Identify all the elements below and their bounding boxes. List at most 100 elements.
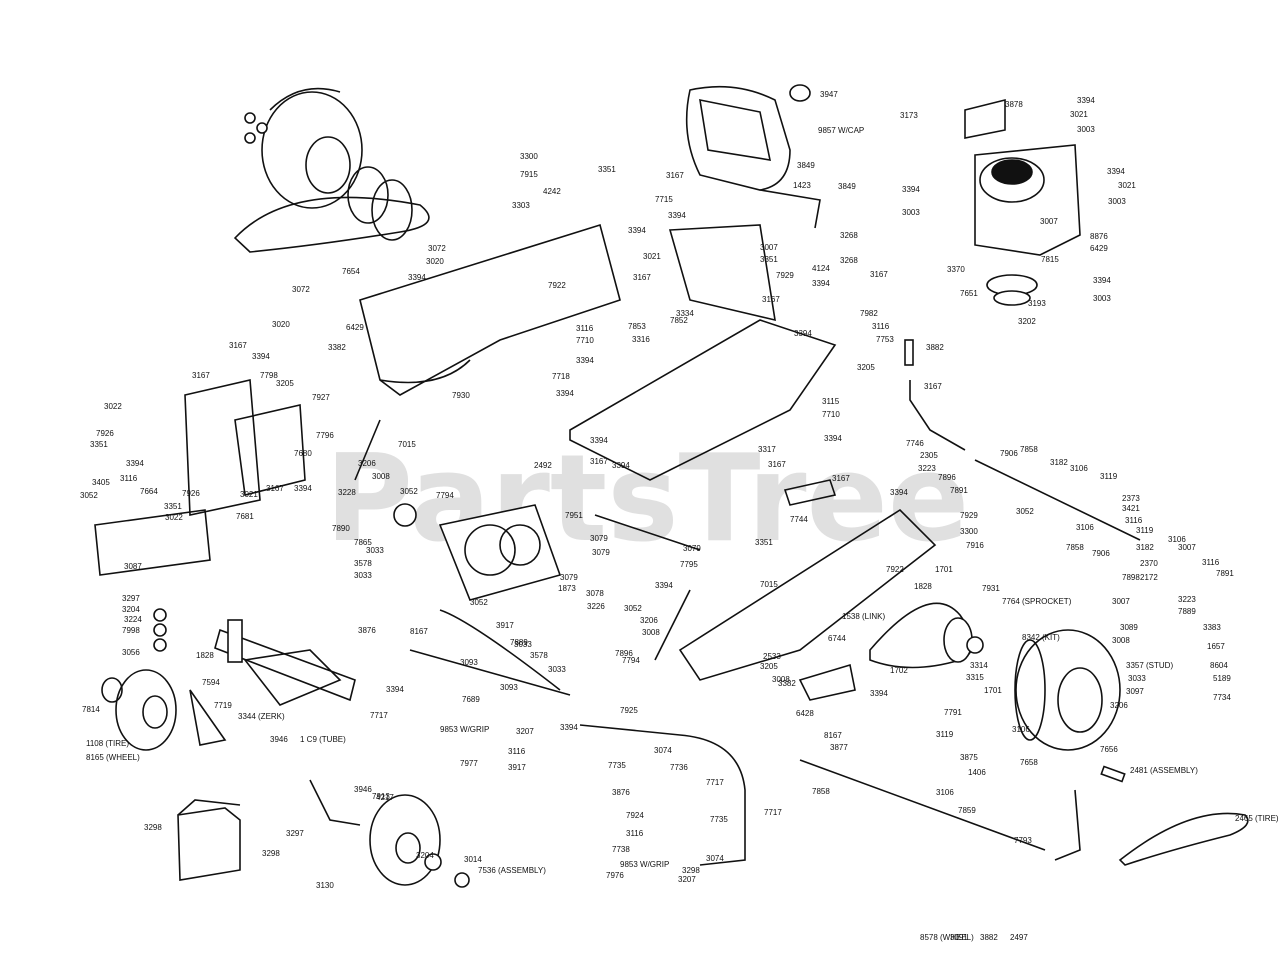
part-callout: 7926 [182, 489, 200, 498]
part-callout: 7913 [372, 792, 390, 801]
linkage-rods [309, 380, 1141, 866]
part-callout: 3052 [1016, 507, 1034, 516]
part-callout: 7896 [938, 473, 956, 482]
part-callout: 3394 [590, 436, 608, 445]
part-callout: 7794 [622, 656, 640, 665]
part-callout: 2481 (ASSEMBLY) [1130, 766, 1198, 775]
part-callout: 3370 [947, 265, 965, 274]
part-callout: 3351 [598, 165, 616, 174]
part-callout: 2370 [1140, 559, 1158, 568]
part-callout: 3383 [1203, 623, 1221, 632]
part-callout: 8876 [1090, 232, 1108, 241]
part-callout: 7734 [1213, 693, 1231, 702]
transmission [393, 503, 562, 601]
part-callout: 7852 [670, 316, 688, 325]
part-callout: 7738 [612, 845, 630, 854]
part-callout: 7015 [760, 580, 778, 589]
part-callout: 7859 [958, 806, 976, 815]
part-callout: 9857 W/CAP [818, 126, 864, 135]
part-callout: 3394 [655, 581, 673, 590]
part-callout: 7717 [764, 808, 782, 817]
part-callout: 7680 [294, 449, 312, 458]
part-callout: 3394 [126, 459, 144, 468]
part-callout: 3205 [857, 363, 875, 372]
part-callout: 3298 [144, 823, 162, 832]
part-callout: 3089 [1120, 623, 1138, 632]
part-callout: 1 C9 (TUBE) [300, 735, 346, 744]
part-callout: 3223 [918, 464, 936, 473]
part-callout: 3394 [668, 211, 686, 220]
part-callout: 3394 [824, 434, 842, 443]
part-callout: 7814 [82, 705, 100, 714]
part-callout: 6428 [796, 709, 814, 718]
part-callout: 3205 [760, 662, 778, 671]
part-callout: 7924 [626, 811, 644, 820]
part-callout: 3351 [90, 440, 108, 449]
lower-frame [678, 508, 937, 681]
part-callout: 3087 [124, 562, 142, 571]
part-callout: 3097 [1126, 687, 1144, 696]
part-callout: 3052 [80, 491, 98, 500]
part-callout: 7710 [822, 410, 840, 419]
part-callout: 3182 [1136, 543, 1154, 552]
part-callout: 3344 (ZERK) [238, 712, 285, 721]
part-callout: 2533 [763, 652, 781, 661]
part-callout: 3849 [838, 182, 856, 191]
fuel-tank [685, 84, 821, 229]
part-callout: 3167 [870, 270, 888, 279]
part-callout: 3008 [372, 472, 390, 481]
part-callout: 3003 [1093, 294, 1111, 303]
part-callout: 9853 W/GRIP [440, 725, 489, 734]
part-callout: 3003 [1108, 197, 1126, 206]
part-callout: 3849 [797, 161, 815, 170]
part-callout: 3052 [624, 604, 642, 613]
part-callout: 3021 [643, 252, 661, 261]
part-callout: 3106 [1168, 535, 1186, 544]
part-callout: 3014 [464, 855, 482, 864]
part-callout: 7890 [332, 524, 350, 533]
part-callout: 8167 [824, 731, 842, 740]
part-callout: 3167 [762, 295, 780, 304]
drive-belt [1118, 812, 1249, 866]
part-callout: 3116 [1202, 558, 1220, 567]
part-callout: 3315 [966, 673, 984, 682]
part-callout: 3394 [794, 329, 812, 338]
part-callout: 7798 [260, 371, 278, 380]
part-callout: 3578 [354, 559, 372, 568]
part-callout: 7753 [876, 335, 894, 344]
part-callout: 3056 [122, 648, 140, 657]
part-callout: 3091 [950, 933, 968, 942]
part-callout: 3079 [590, 534, 608, 543]
part-callout: 3394 [870, 689, 888, 698]
front-axle [153, 608, 356, 706]
part-callout: 1828 [196, 651, 214, 660]
part-callout: 1657 [1207, 642, 1225, 651]
part-callout: 7891 [1216, 569, 1234, 578]
part-callout: 7998 [122, 626, 140, 635]
part-callout: 3106 [1076, 523, 1094, 532]
part-callout: 3206 [358, 459, 376, 468]
part-callout: 3093 [500, 683, 518, 692]
part-callout: 7906 [1000, 449, 1018, 458]
part-callout: 3167 [590, 457, 608, 466]
part-callout: 7922 [548, 281, 566, 290]
part-callout: 3405 [92, 478, 110, 487]
part-callout: 7931 [982, 584, 1000, 593]
part-callout: 3116 [1125, 516, 1143, 525]
part-callout: 7794 [436, 491, 454, 500]
part-callout: 3079 [683, 544, 701, 553]
part-callout: 3033 [514, 640, 532, 649]
part-callout: 7710 [576, 336, 594, 345]
part-callout: 3173 [900, 111, 918, 120]
part-callout: 3878 [1005, 100, 1023, 109]
part-callout: 3022 [165, 513, 183, 522]
part-callout: 7929 [776, 271, 794, 280]
part-callout: 3394 [1093, 276, 1111, 285]
part-callout: 7858 [1020, 445, 1038, 454]
part-callout: 7793 [1014, 836, 1032, 845]
part-callout: 7654 [342, 267, 360, 276]
part-callout: 3167 [768, 460, 786, 469]
part-callout: 8165 (WHEEL) [86, 753, 140, 762]
part-callout: 3917 [508, 763, 526, 772]
upper-frame [359, 223, 837, 481]
